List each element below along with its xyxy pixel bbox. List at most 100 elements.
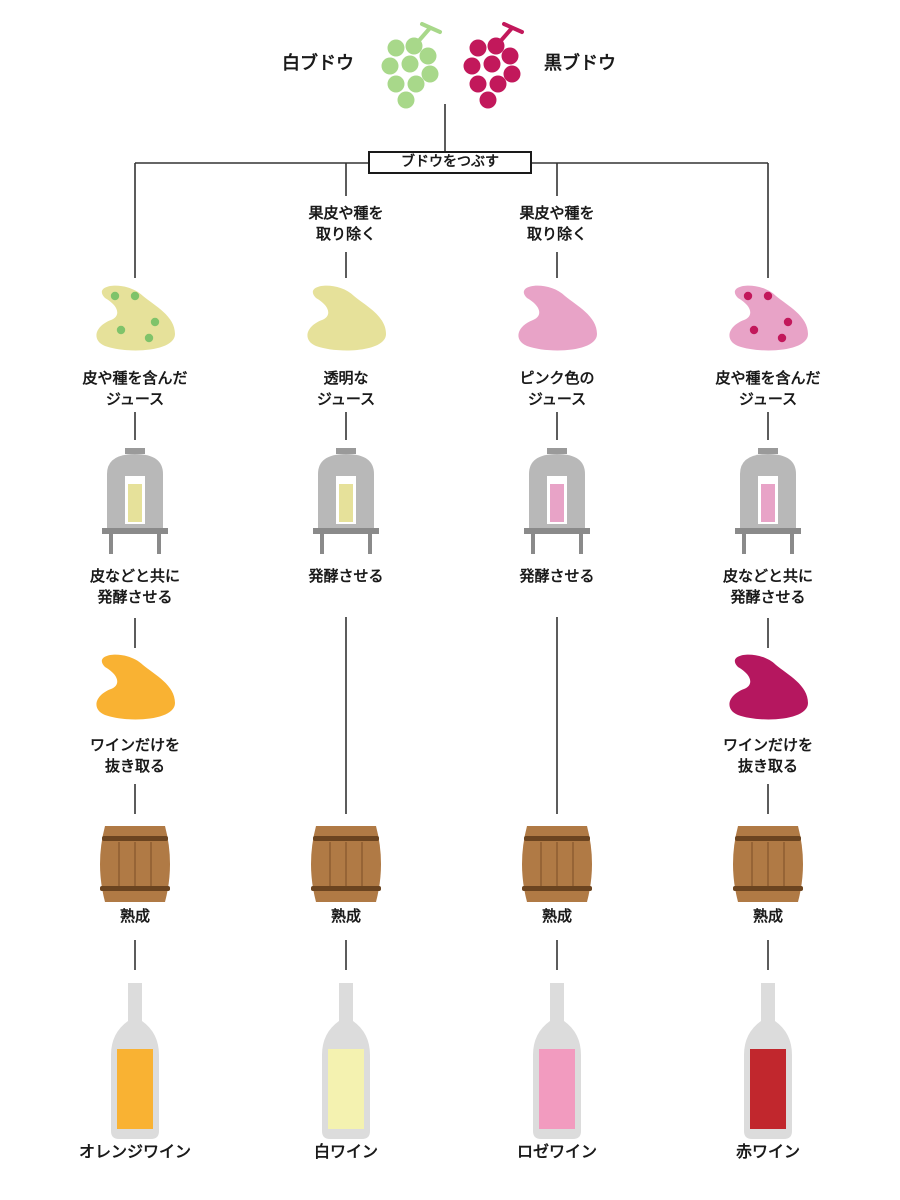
white-grape-label: 白ブドウ <box>282 53 354 74</box>
col4-ferment-label: 皮などと共に 発酵させる <box>722 567 813 606</box>
grape-berry <box>387 39 405 57</box>
grape-skin-dot <box>110 291 120 301</box>
tank-leg <box>579 534 583 554</box>
grape-skin-dot <box>743 291 753 301</box>
col4-barrel-icon <box>733 826 803 902</box>
grape-skin-dot <box>150 317 160 327</box>
grape-berry <box>469 75 487 93</box>
barrel-hoop <box>524 836 590 841</box>
col4-tank-icon <box>735 448 801 554</box>
col3-tank-icon <box>524 448 590 554</box>
col4-wine-label: 赤ワイン <box>735 1142 800 1161</box>
tank-liquid <box>339 484 353 522</box>
col1-ferment-label: 皮などと共に 発酵させる <box>89 567 180 606</box>
col3-juice-label: ピンク色の ジュース <box>519 369 595 408</box>
col2-bottle-icon <box>322 983 370 1139</box>
col1-aging-label: 熟成 <box>119 907 150 925</box>
col2-juice-icon <box>307 285 386 351</box>
col4-juice-icon <box>729 285 808 351</box>
tank-base <box>524 528 590 534</box>
grape-skin-dot <box>144 333 154 343</box>
barrel-hoop <box>311 886 381 891</box>
col2-wine-label: 白ワイン <box>313 1142 378 1161</box>
tank-liquid <box>761 484 775 522</box>
tank-cap <box>547 448 567 454</box>
grape-berry <box>463 57 481 75</box>
grape-berry <box>489 75 507 93</box>
tank-cap <box>758 448 778 454</box>
grape-berry <box>387 75 405 93</box>
grape-berry <box>503 65 521 83</box>
bottle-wine-label <box>539 1049 575 1129</box>
col1-wine-label: オレンジワイン <box>78 1142 191 1161</box>
col3-aging-label: 熟成 <box>541 907 572 925</box>
barrel-hoop <box>313 836 379 841</box>
col4-juice-label: 皮や種を含んだ ジュース <box>715 369 821 408</box>
col4-extract-label: ワインだけを 抜き取る <box>722 736 813 775</box>
black-grape-icon <box>463 22 524 109</box>
bottle-wine-label <box>328 1049 364 1129</box>
tank-leg <box>368 534 372 554</box>
grape-berry <box>407 75 425 93</box>
grape-berry <box>483 55 501 73</box>
col1-bottle-icon <box>111 983 159 1139</box>
bottle-wine-label <box>750 1049 786 1129</box>
tank-leg <box>531 534 535 554</box>
col1-extract-label: ワインだけを 抜き取る <box>89 736 180 775</box>
col3-barrel-icon <box>522 826 592 902</box>
white-grape-icon <box>381 22 442 109</box>
grape-skin-dot <box>783 317 793 327</box>
col3-remove-step-label: 果皮や種を 取り除く <box>519 204 595 243</box>
tank-leg <box>320 534 324 554</box>
col1-extract-icon <box>96 654 175 720</box>
grape-skin-dot <box>130 291 140 301</box>
bottle-wine-label <box>117 1049 153 1129</box>
col1-juice-label: 皮や種を含んだ ジュース <box>82 369 188 408</box>
juice-puddle <box>729 285 808 351</box>
barrel-hoop <box>733 886 803 891</box>
col2-barrel-icon <box>311 826 381 902</box>
col3-juice-icon <box>518 285 597 351</box>
grape-berry <box>397 91 415 109</box>
tank-leg <box>742 534 746 554</box>
tank-leg <box>157 534 161 554</box>
tank-leg <box>109 534 113 554</box>
col4-bottle-icon <box>744 983 792 1139</box>
col3-bottle-icon <box>533 983 581 1139</box>
col2-aging-label: 熟成 <box>330 907 361 925</box>
col2-juice-label: 透明な ジュース <box>316 369 376 408</box>
col2-ferment-label: 発酵させる <box>308 567 384 585</box>
grape-skin-dot <box>777 333 787 343</box>
barrel-hoop <box>102 836 168 841</box>
col3-wine-label: ロゼワイン <box>516 1142 597 1161</box>
juice-puddle <box>518 285 597 351</box>
tank-base <box>313 528 379 534</box>
col2-remove-step-label: 果皮や種を 取り除く <box>308 204 384 243</box>
grape-berry <box>421 65 439 83</box>
col1-juice-icon <box>96 285 175 351</box>
col4-extract-icon <box>729 654 808 720</box>
grape-skin-dot <box>763 291 773 301</box>
connector-lines <box>134 104 769 970</box>
col1-barrel-icon <box>100 826 170 902</box>
col3-ferment-label: 発酵させる <box>519 567 595 585</box>
black-grape-label: 黒ブドウ <box>544 53 616 74</box>
juice-puddle <box>96 285 175 351</box>
barrel-hoop <box>735 836 801 841</box>
barrel-hoop <box>522 886 592 891</box>
icons-layer <box>96 22 808 1139</box>
tank-leg <box>790 534 794 554</box>
tank-base <box>102 528 168 534</box>
tank-liquid <box>128 484 142 522</box>
grape-berry <box>487 37 505 55</box>
col4-aging-label: 熟成 <box>752 907 783 925</box>
grape-skin-dot <box>116 325 126 335</box>
juice-puddle <box>729 654 808 720</box>
tank-base <box>735 528 801 534</box>
col1-tank-icon <box>102 448 168 554</box>
tank-cap <box>125 448 145 454</box>
col2-tank-icon <box>313 448 379 554</box>
juice-puddle <box>96 654 175 720</box>
grape-berry <box>401 55 419 73</box>
